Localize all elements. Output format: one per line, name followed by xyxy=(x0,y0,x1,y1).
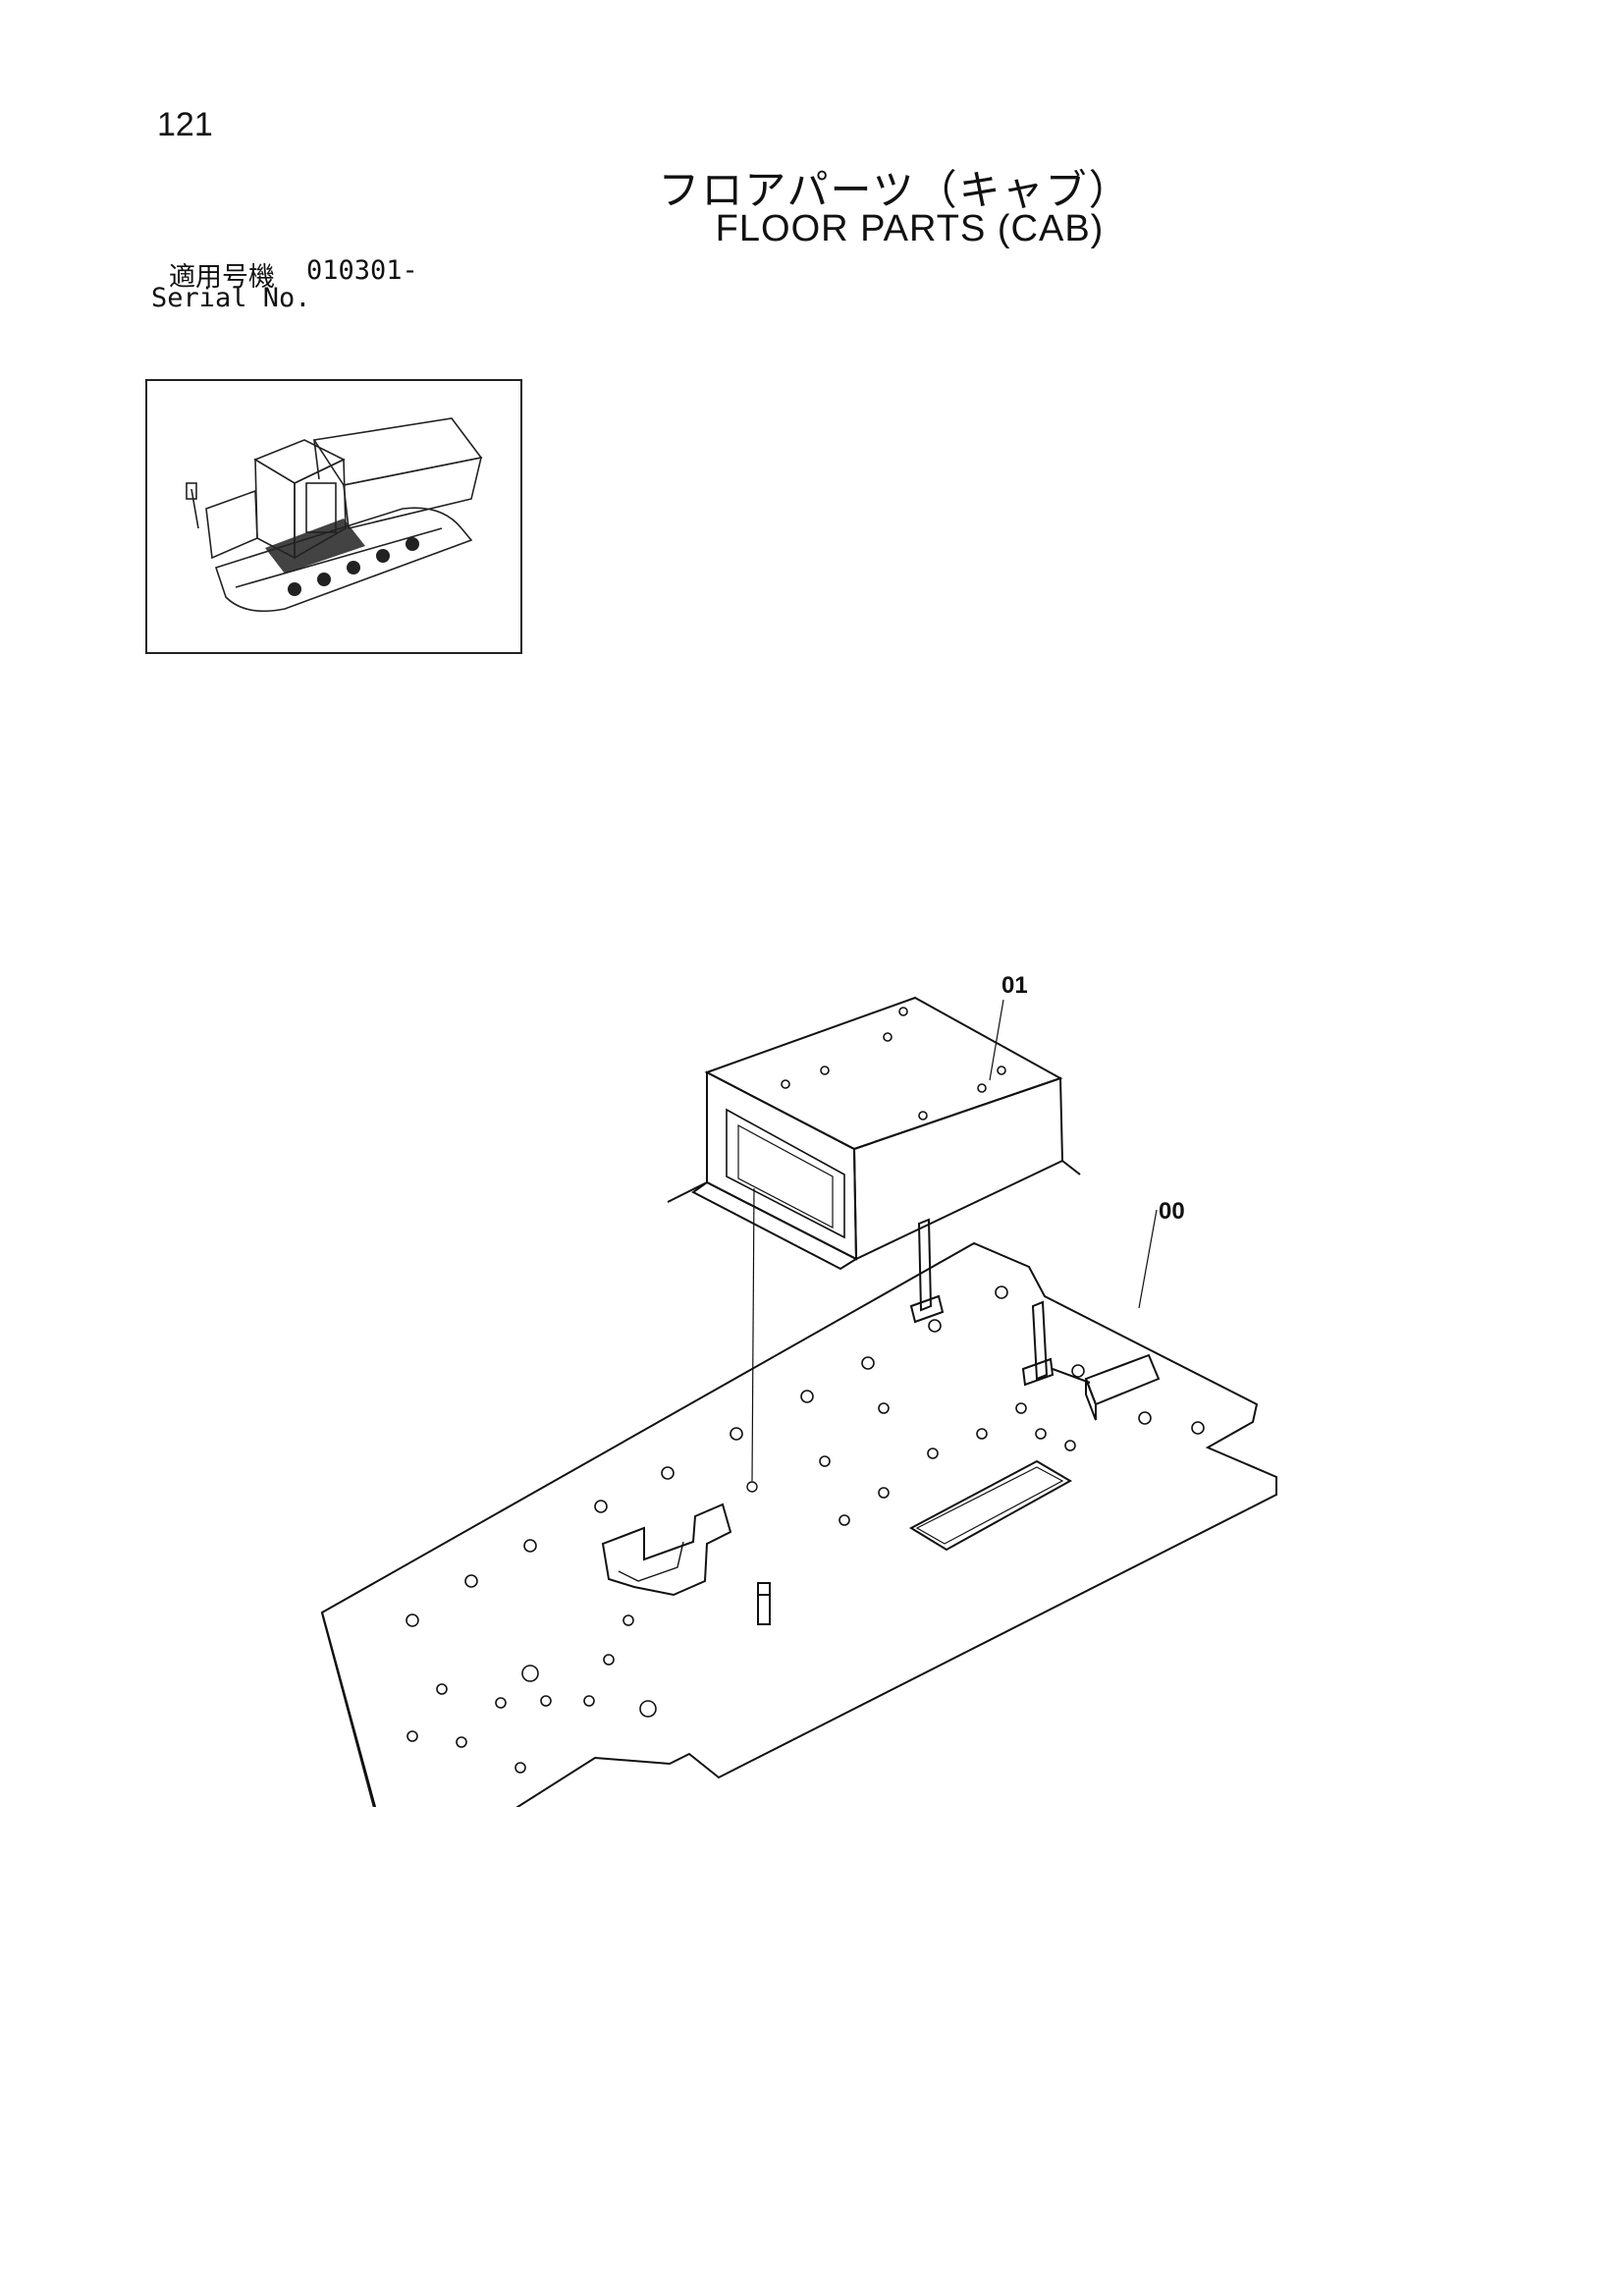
callout-00: 00 xyxy=(1159,1198,1185,1225)
crawler-dumper-icon xyxy=(186,417,483,613)
exploded-diagram: 01 00 xyxy=(295,943,1316,1879)
page-title-jp: フロアパーツ（キャブ） xyxy=(658,166,1132,214)
serial-label-en: Serial No. xyxy=(151,283,311,313)
callout-01: 01 xyxy=(1001,972,1028,999)
box-front xyxy=(706,1070,858,1261)
serial-value: 010301- xyxy=(306,255,418,286)
serial-label-jp: 適用号機 xyxy=(169,262,275,293)
page-title-en: FLOOR PARTS (CAB) xyxy=(715,208,1105,249)
u-bracket xyxy=(601,1503,732,1597)
plate-cutout xyxy=(908,1459,1073,1552)
box-top xyxy=(704,996,1063,1151)
floor-plate xyxy=(320,1241,1277,1876)
page-number: 121 xyxy=(157,106,213,143)
machine-thumbnail xyxy=(145,379,522,654)
floor-plate-exploded-diagram xyxy=(320,996,1277,1879)
